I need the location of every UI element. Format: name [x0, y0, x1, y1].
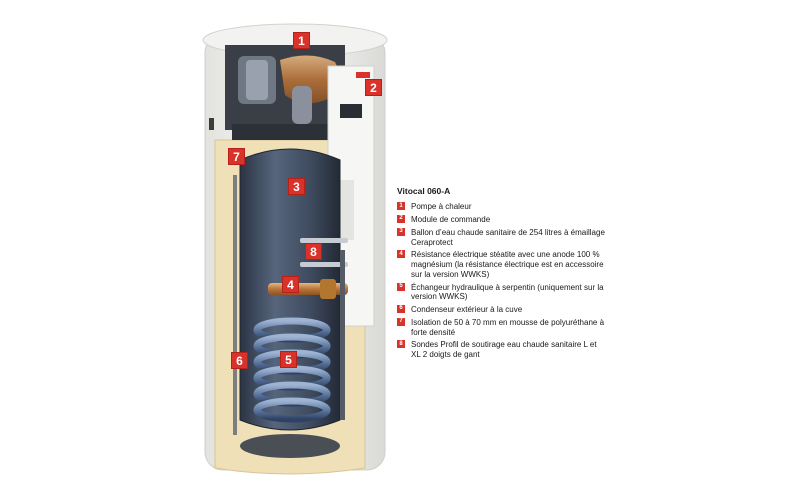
marker-6: 6 [231, 352, 248, 369]
legend-item: 1 Pompe à chaleur [397, 202, 607, 212]
legend-number-badge: 2 [397, 215, 405, 224]
legend-number-badge: 4 [397, 250, 405, 259]
legend-number-badge: 5 [397, 282, 405, 291]
legend-item: 8 Sondes Profil de soutirage eau chaude … [397, 340, 607, 360]
marker-3: 3 [288, 178, 305, 195]
legend-number-badge: 1 [397, 202, 405, 211]
marker-2: 2 [365, 79, 382, 96]
legend-item-text: Module de commande [411, 215, 491, 225]
legend-number-badge: 3 [397, 227, 405, 236]
legend-item: 3 Ballon d’eau chaude sanitaire de 254 l… [397, 227, 607, 248]
legend-number-badge: 6 [397, 305, 405, 314]
heat-exchanger-coil [253, 317, 331, 423]
appliance-base [209, 118, 340, 458]
legend-item: 7 Isolation de 50 à 70 mm en mousse de p… [397, 317, 607, 338]
legend-item-text: Pompe à chaleur [411, 202, 472, 212]
marker-1: 1 [293, 32, 310, 49]
marker-5: 5 [280, 351, 297, 368]
legend-item-text: Résistance électrique stéatite avec une … [411, 250, 604, 279]
heat-pump-compartment [225, 45, 362, 140]
marker-4: 4 [282, 276, 299, 293]
legend-number-badge: 7 [397, 317, 405, 326]
legend-item: 5 Échangeur hydraulique à serpentin (uni… [397, 282, 607, 303]
legend-item-text: Sondes Profil de soutirage eau chaude sa… [411, 340, 597, 360]
legend-title: Vitocal 060-A [397, 186, 451, 196]
legend-number-badge: 8 [397, 340, 405, 349]
marker-7: 7 [228, 148, 245, 165]
legend: Vitocal 060-A 1 Pompe à chaleur 2 Module… [397, 186, 607, 363]
legend-item-text: Échangeur hydraulique à serpentin (uniqu… [411, 282, 604, 302]
legend-item: 6 Condenseur extérieur à la cuve [397, 305, 607, 315]
external-condenser-piping [233, 175, 345, 435]
legend-item: 4 Résistance électrique stéatite avec un… [397, 250, 607, 279]
legend-item-text: Condenseur extérieur à la cuve [411, 305, 523, 315]
legend-item: 2 Module de commande [397, 215, 607, 225]
legend-item-text: Ballon d’eau chaude sanitaire de 254 lit… [411, 227, 605, 247]
marker-8: 8 [305, 243, 322, 260]
sensor-wells [300, 238, 348, 267]
legend-item-text: Isolation de 50 à 70 mm en mousse de pol… [411, 317, 605, 337]
